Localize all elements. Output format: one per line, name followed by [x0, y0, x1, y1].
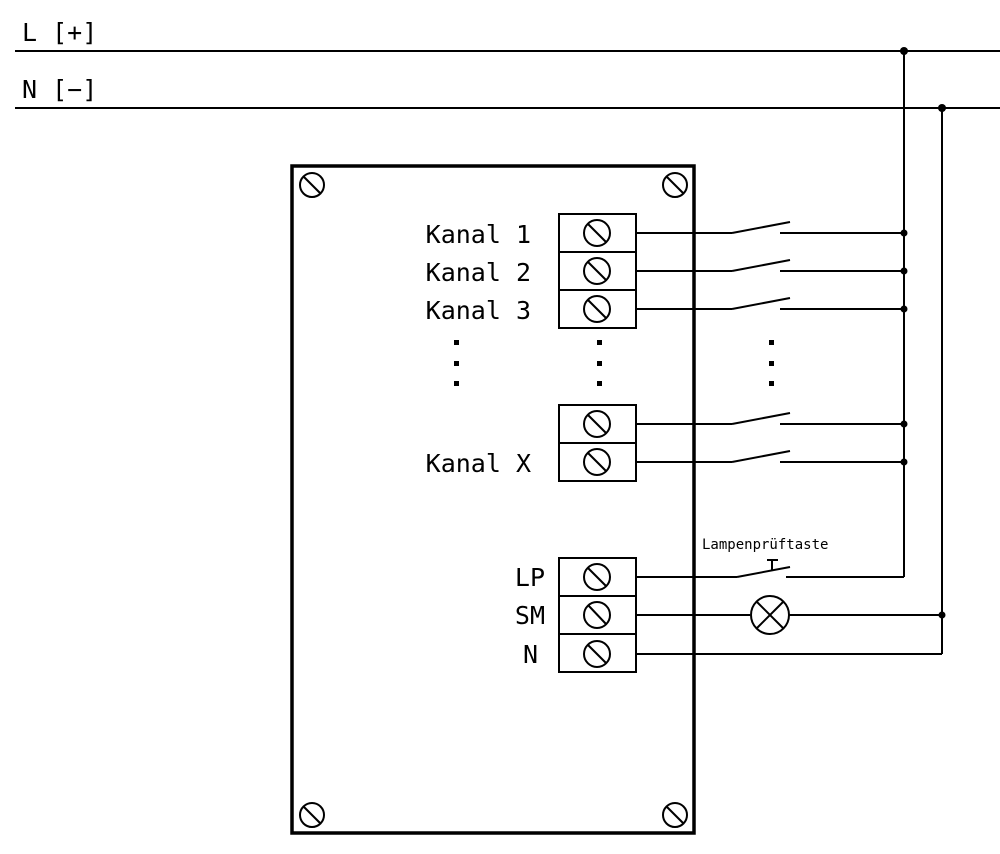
mounting-screw-top-right [662, 172, 688, 198]
channel-label: Kanal X [426, 449, 531, 478]
lamp-test-button-label: Lampenprüftaste [702, 537, 828, 553]
channel-row-x: Kanal X [426, 442, 908, 482]
channel-switch [731, 221, 791, 234]
channel-switch [731, 297, 791, 310]
ellipsis-marks [454, 340, 774, 386]
terminal-row-lp: LP [515, 557, 904, 597]
enclosure [290, 164, 696, 835]
terminal-label: N [523, 640, 538, 669]
mounting-screw-bottom-left [299, 802, 325, 828]
terminal-screw-icon [583, 410, 611, 438]
channel-label: Kanal 3 [426, 296, 531, 325]
junction-n-top [938, 104, 946, 112]
terminal-label: SM [515, 601, 545, 630]
ellipsis-switches [769, 340, 774, 386]
mounting-screw-top-left [299, 172, 325, 198]
junction-l-top [900, 47, 908, 55]
ellipsis-terminals [597, 340, 602, 386]
terminal-screw-icon [583, 448, 611, 476]
terminal-screw-icon [583, 601, 611, 629]
supply-bus: L [+] N [−] [15, 18, 1000, 654]
terminal-row-sm: SM [515, 595, 946, 635]
channel-row-1: Kanal 1 [426, 213, 908, 253]
bus-label-n: N [−] [22, 75, 97, 104]
lamp-test-pushbutton [736, 559, 791, 578]
channel-switch [731, 412, 791, 425]
terminal-row-n: N [523, 633, 942, 673]
enclosure-box [290, 164, 696, 835]
terminal-screw-icon [583, 640, 611, 668]
channel-row-x-minus-1 [558, 404, 908, 444]
channel-switch [731, 450, 791, 463]
terminal-screw-icon [583, 257, 611, 285]
channel-switch [731, 259, 791, 272]
ellipsis-labels [454, 340, 459, 386]
channel-row-3: Kanal 3 [426, 289, 908, 329]
signal-lamp-icon [750, 595, 790, 635]
channel-label: Kanal 1 [426, 220, 531, 249]
channel-label: Kanal 2 [426, 258, 531, 287]
terminal-screw-icon [583, 295, 611, 323]
bus-label-l: L [+] [22, 18, 97, 47]
terminal-label: LP [515, 563, 545, 592]
terminal-screw-icon [583, 219, 611, 247]
terminal-screw-icon [583, 563, 611, 591]
mounting-screw-bottom-right [662, 802, 688, 828]
channel-row-2: Kanal 2 [426, 251, 908, 291]
